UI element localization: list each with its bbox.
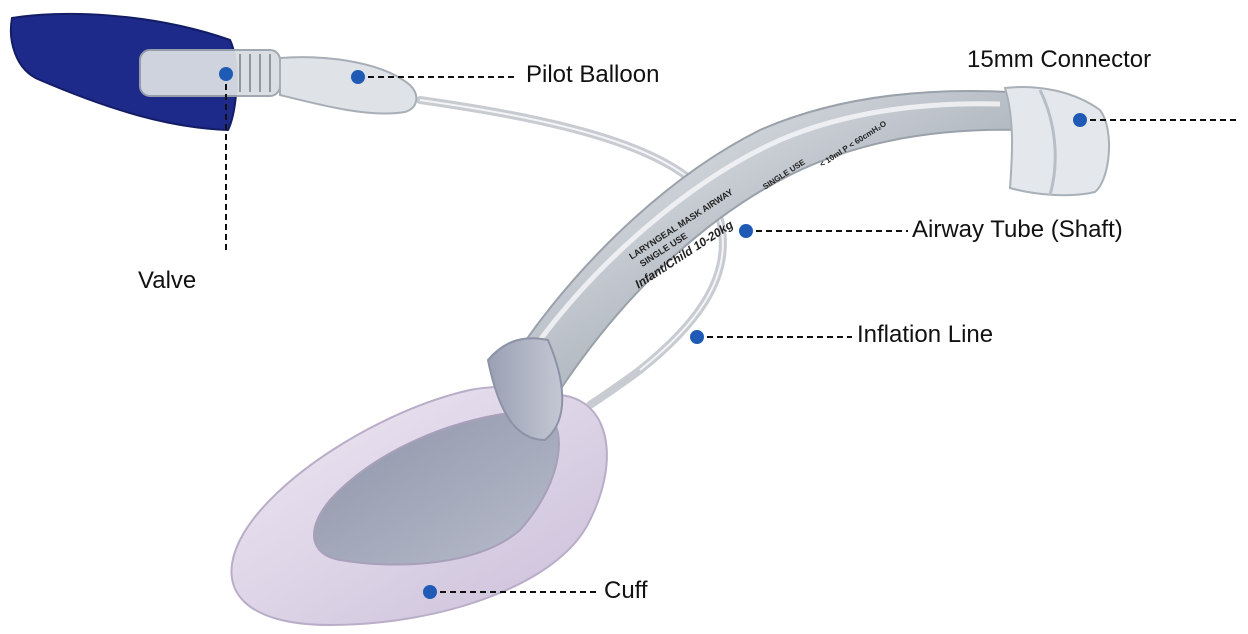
label-inflation-line: Inflation Line	[857, 321, 993, 349]
marker-valve	[219, 67, 233, 81]
label-valve: Valve	[138, 267, 196, 295]
marker-inflation	[690, 330, 704, 344]
marker-pilot	[351, 70, 365, 84]
label-15mm-connector: 15mm Connector	[967, 46, 1151, 74]
label-cuff: Cuff	[604, 577, 648, 605]
pilot-balloon-shape	[280, 57, 416, 113]
marker-cuff	[423, 585, 437, 599]
connector-15mm	[1005, 87, 1109, 195]
label-airway-tube: Airway Tube (Shaft)	[912, 216, 1123, 244]
label-pilot-balloon: Pilot Balloon	[526, 61, 659, 89]
marker-connector	[1073, 113, 1087, 127]
marker-airway	[739, 224, 753, 238]
